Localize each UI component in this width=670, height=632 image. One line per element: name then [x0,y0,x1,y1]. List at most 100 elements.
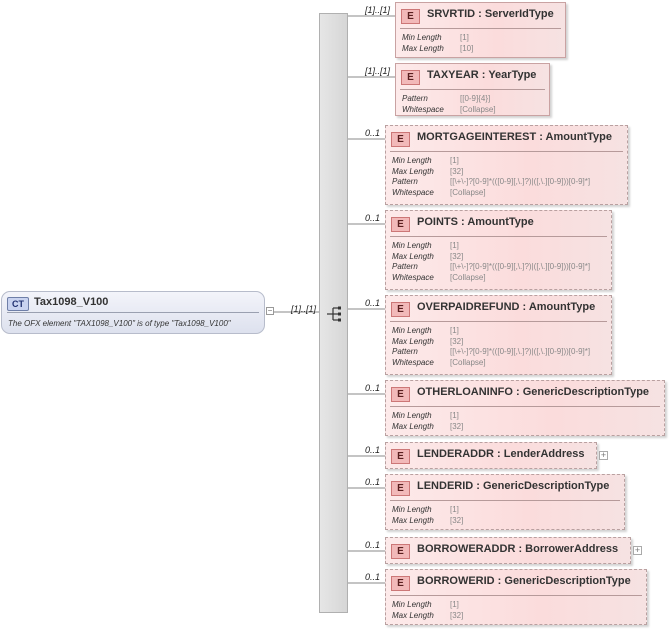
facet-row: Min Length [1] [392,241,609,251]
facet-value: [[\+\-]?[0-9]*(([0-9][,\.]?)|([,\.][0-9]… [450,177,591,186]
facet-row: Pattern[[0-9]{4}] [402,94,547,104]
divider [390,151,623,152]
complex-type-description: The OFX element "TAX1098_V100" is of typ… [8,319,231,328]
facet-name: Min Length [402,33,442,42]
element-multiplicity: [1]..[1] [365,66,391,76]
facet-value: [32] [450,166,464,176]
facet-value: [32] [450,251,464,261]
facet-row: Pattern[[\+\-]?[0-9]*(([0-9][,\.]?)|([,\… [392,262,609,272]
facet-name: Pattern [392,177,418,186]
divider [390,321,607,322]
element-multiplicity: 0..1 [365,540,381,550]
facet-name: Min Length [392,241,432,250]
element-name: MORTGAGEINTEREST : AmountType [417,131,612,143]
divider [390,595,642,596]
facet-row: Min Length[1] [392,156,625,166]
facet-name: Min Length [392,505,432,514]
element-name: BORROWERID : GenericDescriptionType [417,575,631,587]
facet-row: Whitespace [Collapse] [392,358,609,368]
element-badge: E [391,302,410,317]
facet-name: Whitespace [392,187,434,197]
facet-name: Pattern [402,94,428,103]
facet-name: Pattern [392,262,418,271]
element-multiplicity: 0..1 [365,477,381,487]
element-name: POINTS : AmountType [417,216,534,228]
element-name: LENDERID : GenericDescriptionType [417,480,610,492]
facet-value: [32] [450,515,464,525]
element-name: BORROWERADDR : BorrowerAddress [417,543,619,555]
facet-row: Whitespace[Collapse] [392,273,609,283]
facet-value: [32] [450,421,464,431]
facet-name: Max Length [392,610,434,620]
facet-value: [Collapse] [450,357,486,367]
element-badge: E [391,544,410,559]
divider [7,312,259,313]
facet-row: Whitespace[Collapse] [402,105,547,115]
facet-name: Whitespace [392,357,434,367]
element-badge: E [391,217,410,232]
element-multiplicity: [1]..[1] [365,5,391,15]
element-badge: E [391,449,410,464]
facet-row: Max Length [32] [392,422,662,432]
facet-name: Max Length [392,166,434,176]
facet-row: Min Length[1] [402,33,563,43]
facet-name: Min Length [392,411,432,420]
facet-name: Whitespace [392,272,434,282]
element-multiplicity: 0..1 [365,445,381,455]
collapse-toggle[interactable]: − [266,306,274,315]
facet-name: Max Length [392,336,434,346]
facet-name: Min Length [392,156,432,165]
element-name: SRVRTID : ServerIdType [427,8,554,20]
complex-type-badge: CT [7,297,29,311]
facet-name: Max Length [392,515,434,525]
element-node[interactable]: E LENDERADDR : LenderAddress [385,442,597,469]
facet-row: Pattern [[\+\-]?[0-9]*(([0-9][,\.]?)|([,\… [392,177,625,187]
element-badge: E [401,9,420,24]
expand-toggle[interactable]: + [633,545,642,555]
facet-row: Max Length [32] [392,611,644,621]
facet-value: [10] [460,43,474,53]
facet-value: [1] [450,241,459,250]
facet-value: [1] [450,505,459,514]
element-badge: E [391,387,410,402]
facet-value: [1] [450,326,459,335]
element-node[interactable]: E BORROWERADDR : BorrowerAddress [385,537,631,564]
complex-type-node[interactable]: CT Tax1098_V100 The OFX element "TAX1098… [1,291,265,334]
element-name: OTHERLOANINFO : GenericDescriptionType [417,386,650,398]
facet-row: Max Length[32] [392,337,609,347]
element-multiplicity: 0..1 [365,383,381,393]
facet-name: Max Length [392,421,434,431]
divider [400,28,561,29]
facet-row: Min Length [1] [392,411,662,421]
facet-value: [1] [450,411,459,420]
sequence-icon[interactable] [326,305,344,323]
facet-name: Max Length [402,43,444,53]
facet-value: [1] [450,600,459,609]
element-name: LENDERADDR : LenderAddress [417,448,585,460]
facet-row: Min Length [1] [392,505,622,515]
expand-toggle[interactable]: + [599,450,608,460]
facet-row: Whitespace [Collapse] [392,188,625,198]
element-multiplicity: 0..1 [365,213,381,223]
facet-row: Min Length[1] [392,326,609,336]
facet-row: Max Length [10] [402,44,563,54]
facet-row: Max Length [32] [392,516,622,526]
facet-name: Max Length [392,251,434,261]
element-badge: E [391,481,410,496]
facet-value: [Collapse] [450,187,486,197]
facet-row: Pattern[[\+\-]?[0-9]*(([0-9][,\.]?)|([,\… [392,347,609,357]
facet-value: [Collapse] [460,104,496,114]
divider [390,406,660,407]
facet-value: [32] [450,610,464,620]
facet-row: Max Length [32] [392,252,609,262]
